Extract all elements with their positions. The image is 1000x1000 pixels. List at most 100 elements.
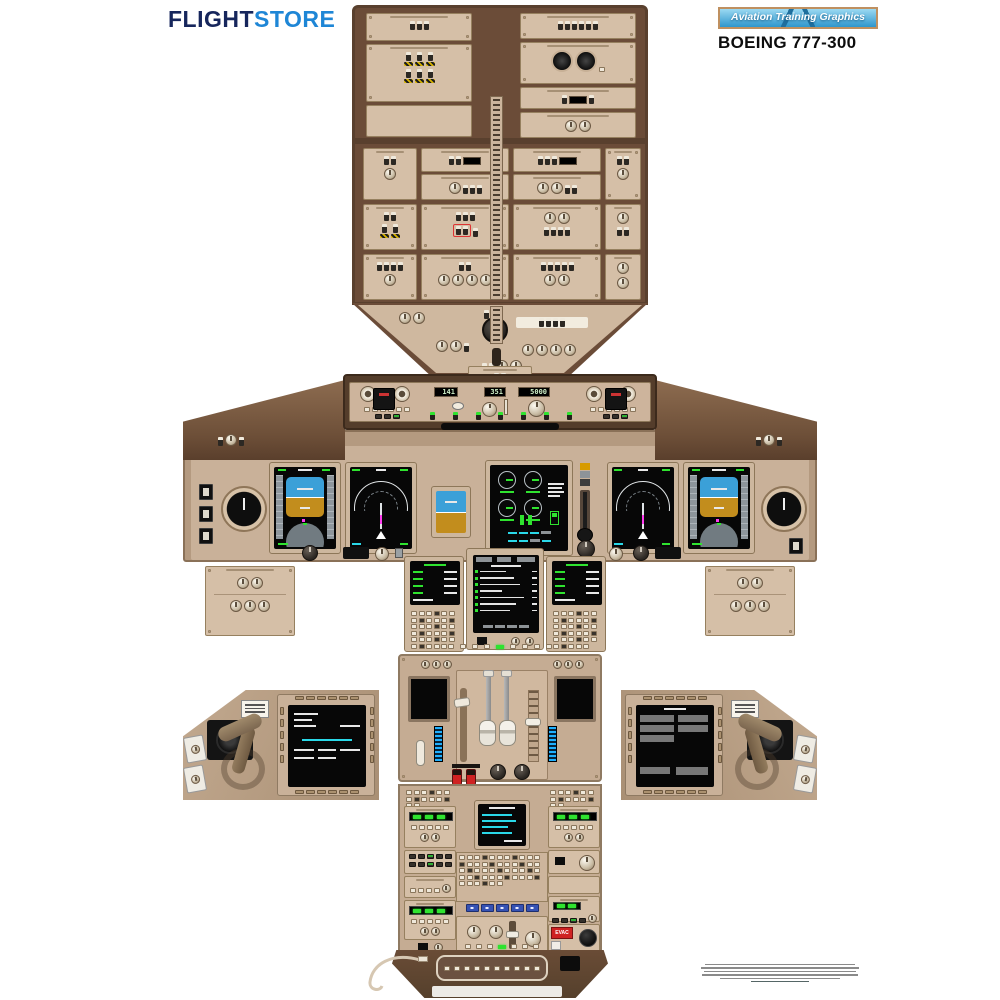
toggle-switch [617, 227, 622, 236]
rotary-knob [420, 927, 429, 936]
toggle-switch [476, 185, 482, 194]
efb-bezel-key [643, 696, 652, 700]
push-key [560, 918, 568, 923]
efb-bezel-key [306, 790, 315, 794]
push-key [406, 796, 412, 802]
screw [595, 207, 598, 210]
push-key [568, 637, 574, 642]
pedestal-base [392, 950, 608, 998]
headset-cord [368, 955, 421, 991]
push-key [466, 868, 473, 873]
parking-brake-lever [416, 740, 425, 766]
rotary-knob [448, 182, 461, 194]
toggle-switch [472, 228, 478, 237]
push-key [590, 630, 597, 636]
push-key [441, 630, 447, 636]
push-key [481, 868, 488, 873]
push-key [448, 630, 455, 636]
captain-cdu [404, 556, 464, 652]
push-key [504, 868, 510, 873]
push-key [441, 617, 447, 623]
toggle-switch [568, 262, 574, 271]
rotary-knob [744, 600, 756, 612]
screw [708, 630, 711, 633]
efb-bezel-key [654, 790, 663, 794]
toggle-switch [544, 156, 550, 165]
push-key [392, 414, 400, 419]
efb-bezel-key [665, 790, 674, 794]
push-key [553, 611, 559, 616]
rotary-knob [564, 833, 573, 842]
push-key [560, 643, 567, 649]
push-key [426, 643, 432, 649]
push-key [411, 643, 417, 649]
push-key [474, 868, 480, 873]
overhead-subpanel [513, 148, 601, 172]
efb-bezel-key [280, 719, 284, 727]
instruction-placard [731, 700, 759, 718]
push-key [466, 881, 473, 886]
screw [608, 194, 611, 197]
push-key [448, 624, 455, 629]
mcp-altitude-window: 5000 [518, 387, 550, 397]
push-key [590, 637, 597, 642]
guarded-switch [391, 224, 400, 238]
green-digit [557, 814, 565, 819]
rotary-knob [441, 884, 451, 893]
push-key [436, 790, 442, 795]
push-key [484, 965, 490, 971]
mfd-select-knob [525, 637, 534, 646]
captain-efb [277, 694, 375, 796]
toggle-switch [498, 412, 504, 420]
rotary-knob [442, 660, 452, 669]
push-key [474, 874, 480, 880]
toggle-switch [565, 21, 570, 30]
toggle-switch [463, 343, 469, 352]
push-key [602, 414, 610, 419]
screw [630, 78, 633, 81]
push-key [587, 790, 594, 795]
toggle-plate [395, 548, 403, 558]
green-digit [413, 814, 421, 819]
push-key [555, 825, 561, 830]
push-key [546, 644, 552, 649]
efb-bezel-key [698, 696, 707, 700]
pedestal-display-left [408, 676, 450, 722]
digit-window [569, 96, 587, 104]
push-key [435, 854, 443, 859]
toggle-switch [452, 412, 458, 420]
pa-key [480, 904, 494, 912]
captain-efb-screen [288, 705, 366, 787]
guarded-switch [414, 69, 424, 83]
screw [635, 194, 638, 197]
captain-pfd [269, 462, 341, 554]
green-digit [437, 908, 445, 913]
toggle-switch [409, 21, 415, 30]
efb-bezel-key [628, 743, 632, 751]
push-key [459, 881, 465, 886]
screw [630, 45, 633, 48]
push-key [583, 630, 589, 636]
screw [523, 16, 526, 19]
rotary-knob [565, 120, 577, 132]
evac-light: EVAC [551, 927, 573, 939]
overhead-subpanel [520, 112, 636, 138]
toggle-switch [551, 227, 556, 236]
evac-panel: EVAC [548, 924, 600, 952]
push-key [598, 407, 604, 412]
push-key [587, 825, 593, 830]
screw [366, 244, 369, 247]
headset-plug [418, 956, 428, 962]
thrust-lever-right [499, 720, 516, 746]
captain-nd [345, 462, 417, 554]
push-key [526, 868, 533, 873]
efb-bezel-key [280, 731, 284, 739]
aft-switch-panel [436, 955, 548, 981]
overhead-subpanel [363, 204, 417, 250]
push-key [496, 868, 503, 873]
efb-bezel-key [280, 743, 284, 751]
efb-bezel-key [654, 696, 663, 700]
push-key [590, 617, 597, 623]
glareshield-handhold [441, 423, 559, 430]
toggle-switch [466, 262, 471, 271]
